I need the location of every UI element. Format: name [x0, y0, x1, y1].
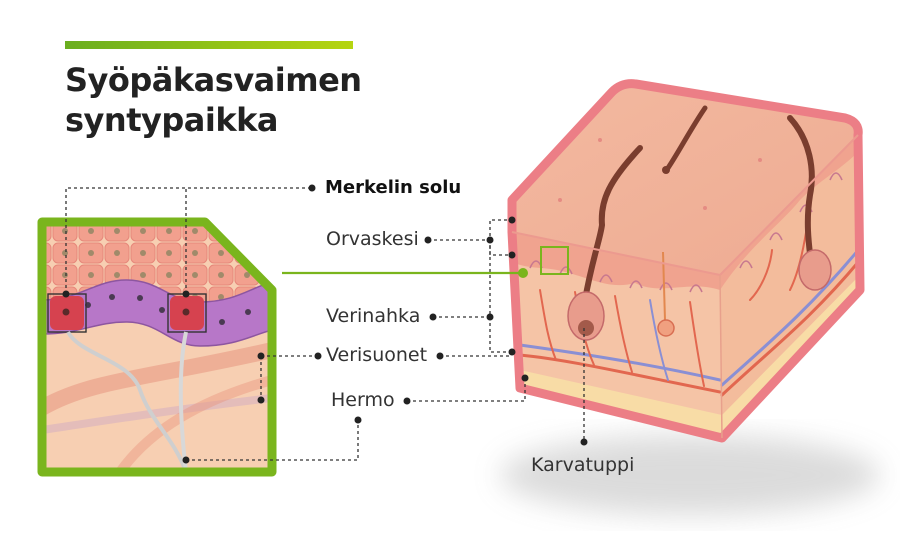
inset-panel	[22, 198, 290, 496]
page-title: Syöpäkasvaimen syntypaikka	[65, 60, 362, 140]
hair-follicle-graphic	[567, 105, 832, 341]
connector-dot	[518, 268, 528, 278]
label-dermis: Verinahka	[326, 305, 421, 327]
title-line-1: Syöpäkasvaimen	[65, 61, 362, 99]
label-hair-follicle: Karvatuppi	[531, 454, 635, 476]
label-blood-vessels: Verisuonet	[326, 344, 428, 366]
skin-cube	[500, 79, 880, 515]
title-accent-bar	[65, 41, 353, 49]
leader-dots	[62, 184, 588, 464]
label-nerve: Hermo	[331, 389, 395, 411]
label-merkel-cell: Merkelin solu	[325, 177, 462, 198]
title-line-2: syntypaikka	[65, 101, 278, 139]
label-epidermis: Orvaskesi	[326, 228, 419, 250]
